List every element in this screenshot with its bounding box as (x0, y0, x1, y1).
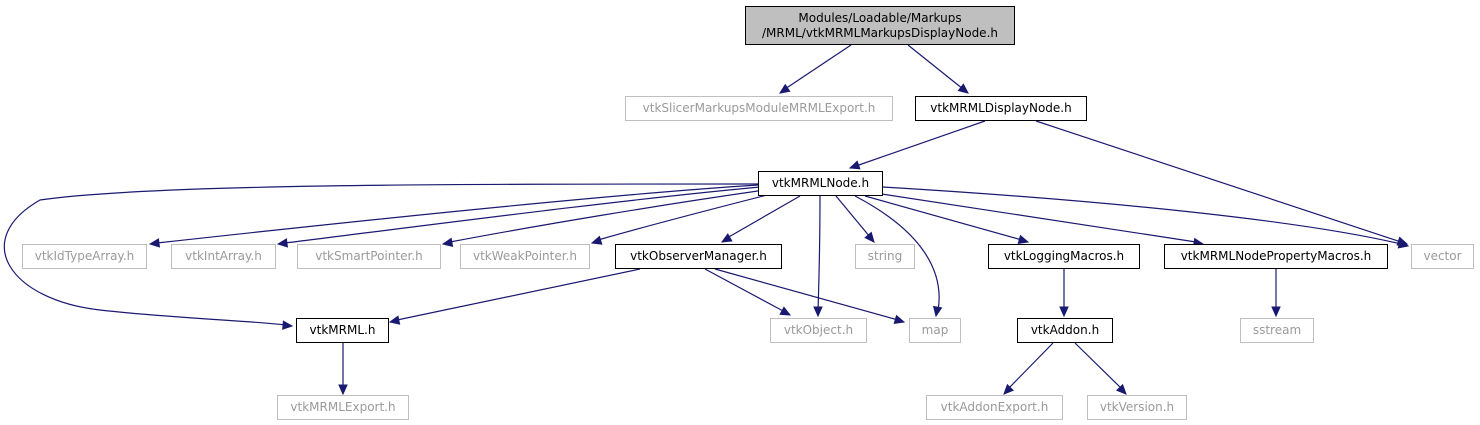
edge-mrmlnode-intarray-arrowhead (276, 238, 289, 248)
edge-mrmlnode-object (813, 195, 823, 318)
edge-root-slicerexport-arrowhead (778, 83, 791, 94)
edge-root-displaynode-arrowhead (957, 83, 969, 94)
edge-observer-object (704, 268, 792, 316)
edge-mrmlnode-weakptr (590, 192, 776, 245)
node-vtkIntArray: vtkIntArray.h (171, 244, 276, 269)
node-vtkMRMLNodePropertyMacros[interactable]: vtkMRMLNodePropertyMacros.h (1164, 244, 1388, 269)
edge-addon-version-arrowhead (1115, 383, 1127, 395)
edge-addon-addonexport (1003, 342, 1054, 395)
node-vtkWeakPointer: vtkWeakPointer.h (460, 244, 590, 269)
node-vector: vector (1411, 244, 1474, 269)
edge-mrmlnode-observer-arrowhead (720, 233, 733, 243)
edge-mrmlnode-vector-arrowhead (1397, 239, 1410, 249)
edge-mrmlnode-object-arrowhead (813, 306, 823, 318)
edge-mrmlnode-mrml-arrowhead (282, 320, 294, 330)
node-vtkAddonExport: vtkAddonExport.h (926, 395, 1063, 420)
edge-propmacros-sstream (1271, 269, 1281, 318)
edge-addon-version (1074, 342, 1127, 395)
node-string: string (855, 244, 915, 269)
node-map: map (909, 318, 961, 343)
edge-observer-map (714, 268, 906, 324)
edge-observer-map-arrowhead (893, 314, 906, 324)
edge-mrmlnode-map (854, 195, 943, 318)
edge-mrml-mrmlexport-arrowhead (338, 384, 348, 396)
edge-mrmlnode-map-arrowhead (932, 305, 943, 318)
root-label-line1: Modules/Loadable/Markups (798, 10, 962, 25)
edge-mrml-mrmlexport (338, 343, 348, 396)
edge-addon-addonexport-arrowhead (1003, 383, 1015, 395)
edge-propmacros-sstream-arrowhead (1271, 306, 1281, 318)
node-vtkObserverManager[interactable]: vtkObserverManager.h (615, 244, 782, 269)
node-vtkLoggingMacros[interactable]: vtkLoggingMacros.h (988, 244, 1140, 269)
edge-displaynode-mrmlnode (848, 120, 986, 170)
edge-mrmlnode-logging (864, 195, 1030, 244)
edge-mrmlnode-string (835, 195, 875, 243)
node-vtkObject: vtkObject.h (770, 318, 867, 343)
edge-mrmlnode-string-arrowhead (864, 231, 875, 243)
edge-mrmlnode-logging-arrowhead (1017, 234, 1030, 244)
node-vtkVersion: vtkVersion.h (1087, 395, 1187, 420)
edge-mrmlnode-idtype (148, 184, 759, 248)
edge-observer-object-arrowhead (779, 306, 792, 316)
edge-observer-mrml-arrowhead (388, 315, 401, 325)
edge-mrmlnode-observer (720, 195, 801, 243)
edge-mrmlnode-propmacros (874, 192, 1205, 248)
node-vtkMRMLDisplayNode[interactable]: vtkMRMLDisplayNode.h (915, 96, 1087, 121)
edge-observer-mrml (388, 268, 641, 325)
edge-logging-addon-arrowhead (1059, 306, 1069, 318)
node-vtkSlicerMarkupsModuleMRMLExport: vtkSlicerMarkupsModuleMRMLExport.h (625, 96, 893, 121)
node-vtkMRMLNode[interactable]: vtkMRMLNode.h (758, 171, 883, 196)
edge-displaynode-mrmlnode-arrowhead (848, 160, 861, 170)
node-vtkMRMLExport: vtkMRMLExport.h (277, 395, 409, 420)
edge-root-displaynode (907, 44, 969, 94)
node-root-vtkMRMLMarkupsDisplayNode: Modules/Loadable/Markups /MRML/vtkMRMLMa… (745, 6, 1015, 45)
node-vtkAddon[interactable]: vtkAddon.h (1017, 318, 1113, 343)
edge-root-slicerexport (778, 44, 852, 94)
edge-mrmlnode-intarray (276, 186, 761, 248)
edge-mrmlnode-smartptr (441, 189, 766, 248)
edge-mrmlnode-weakptr-arrowhead (590, 235, 603, 245)
node-vtkIdTypeArray: vtkIdTypeArray.h (22, 244, 147, 269)
edge-mrmlnode-smartptr-arrowhead (441, 237, 454, 248)
edge-logging-addon (1059, 269, 1069, 318)
root-label-line2: /MRML/vtkMRMLMarkupsDisplayNode.h (762, 25, 998, 40)
edge-mrmlnode-idtype-arrowhead (148, 238, 161, 248)
edge-mrmlnode-mrml (3, 183, 759, 330)
node-vtkMRML[interactable]: vtkMRML.h (296, 318, 389, 343)
node-vtkSmartPointer: vtkSmartPointer.h (297, 244, 441, 269)
edge-mrmlnode-vector (882, 186, 1410, 249)
node-sstream: sstream (1240, 318, 1314, 343)
